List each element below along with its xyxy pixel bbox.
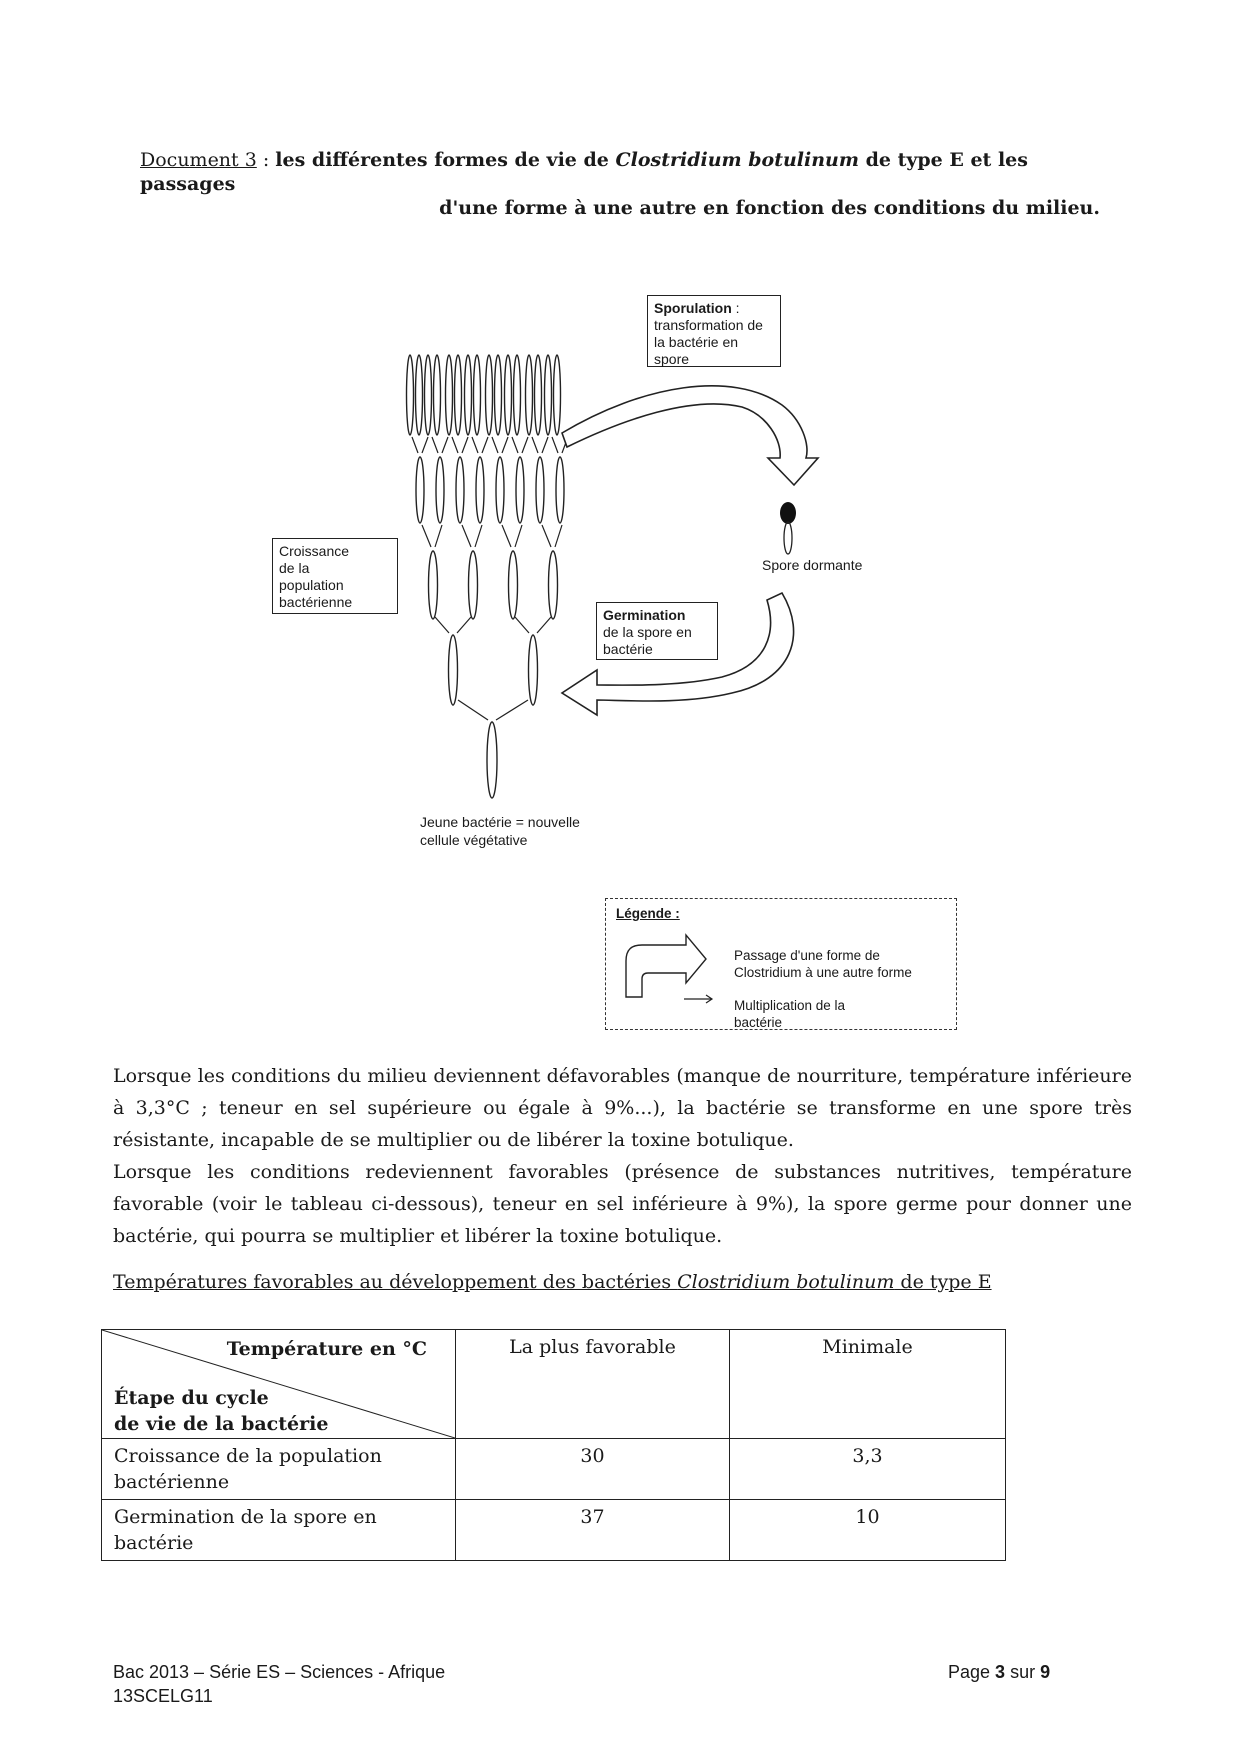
dormant-spore xyxy=(780,502,796,554)
title-species: Clostridium botulinum xyxy=(616,149,859,171)
table-title: Températures favorables au développement… xyxy=(113,1270,992,1294)
cell-favorable: 30 xyxy=(456,1439,730,1500)
cell-favorable: 37 xyxy=(456,1500,730,1561)
croissance-text-3: population xyxy=(279,577,391,594)
row-label-line-1: Germination de la spore en xyxy=(114,1504,443,1530)
germination-title: Germination xyxy=(603,607,711,624)
legend-multiplication-line-1: Multiplication de la xyxy=(734,997,845,1014)
legend-multiplication-arrow-icon xyxy=(684,995,712,1003)
young-bacterium xyxy=(487,722,497,798)
title-line-2: d'une forme à une autre en fonction des … xyxy=(140,196,1110,220)
title-line-1: Document 3 : les différentes formes de v… xyxy=(140,148,1110,196)
corner-bottom-line-1: Étape du cycle xyxy=(114,1385,328,1411)
sporulation-title: Sporulation xyxy=(654,300,732,316)
sporulation-arrow xyxy=(562,386,818,485)
row-label-line-1: Croissance de la population xyxy=(114,1443,443,1469)
row-label: Germination de la spore en bactérie xyxy=(102,1500,456,1561)
table-row: Germination de la spore en bactérie 37 1… xyxy=(102,1500,1006,1561)
corner-bottom-line-2: de vie de la bactérie xyxy=(114,1411,328,1437)
jeune-bacterie-label: Jeune bactérie = nouvelle cellule végéta… xyxy=(420,813,580,849)
page-number: Page 3 sur 9 xyxy=(948,1660,1050,1684)
jeune-bacterie-line-2: cellule végétative xyxy=(420,831,580,849)
table-title-species: Clostridium botulinum xyxy=(677,1271,894,1293)
croissance-text-1: Croissance xyxy=(279,543,391,560)
footer-left: Bac 2013 – Série ES – Sciences - Afrique… xyxy=(113,1660,445,1708)
legend-multiplication-text: Multiplication de la bactérie xyxy=(734,997,845,1031)
sporulation-text-1: transformation de xyxy=(654,317,774,334)
bacteria-top-row xyxy=(407,355,561,435)
page-total: 9 xyxy=(1040,1662,1050,1682)
row-label-line-2: bactérie xyxy=(114,1530,443,1556)
title-text-1: les différentes formes de vie de xyxy=(275,149,615,171)
temperature-table: Température en °C Étape du cycle de vie … xyxy=(101,1329,1006,1561)
cell-minimale: 10 xyxy=(730,1500,1006,1561)
footer-exam-label: Bac 2013 – Série ES – Sciences - Afrique xyxy=(113,1660,445,1684)
sporulation-separator: : xyxy=(732,300,740,316)
document-label: Document 3 xyxy=(140,149,257,171)
page-mid: sur xyxy=(1005,1662,1040,1682)
title-separator: : xyxy=(257,149,275,171)
croissance-text-2: de la xyxy=(279,560,391,577)
multiplication-arrows xyxy=(412,437,568,720)
table-header-row: Température en °C Étape du cycle de vie … xyxy=(102,1330,1006,1439)
legend-passage-text: Passage d'une forme de Clostridium à une… xyxy=(734,947,912,981)
col-header-favorable: La plus favorable xyxy=(456,1330,730,1439)
table-corner-cell: Température en °C Étape du cycle de vie … xyxy=(102,1330,456,1439)
bacteria-fourth-row xyxy=(449,635,538,705)
legend: Légende : Passage d'une forme de Clostri… xyxy=(605,898,957,1030)
cell-minimale: 3,3 xyxy=(730,1439,1006,1500)
table-title-prefix: Températures favorables au développement… xyxy=(113,1271,677,1293)
page-prefix: Page xyxy=(948,1662,995,1682)
legend-multiplication-line-2: bactérie xyxy=(734,1014,845,1031)
legend-title: Légende : xyxy=(616,905,680,922)
bacteria-second-row xyxy=(416,457,564,523)
croissance-text-4: bactérienne xyxy=(279,594,391,611)
jeune-bacterie-line-1: Jeune bactérie = nouvelle xyxy=(420,813,580,831)
corner-top-label: Température en °C xyxy=(227,1336,427,1362)
paragraph-2: Lorsque les conditions redeviennent favo… xyxy=(113,1156,1132,1252)
footer-code: 13SCELG11 xyxy=(113,1684,445,1708)
table-title-suffix: de type E xyxy=(894,1271,991,1293)
paragraph-1: Lorsque les conditions du milieu devienn… xyxy=(113,1060,1132,1156)
row-label-line-2: bactérienne xyxy=(114,1469,443,1495)
legend-passage-arrow-icon xyxy=(626,935,706,997)
sporulation-text-2: la bactérie en xyxy=(654,334,774,351)
sporulation-text-3: spore xyxy=(654,351,774,368)
spore-dormante-label: Spore dormante xyxy=(762,556,862,574)
germination-text-1: de la spore en xyxy=(603,624,711,641)
croissance-box: Croissance de la population bactérienne xyxy=(272,538,398,614)
document-title: Document 3 : les différentes formes de v… xyxy=(140,148,1110,220)
corner-bottom-label: Étape du cycle de vie de la bactérie xyxy=(114,1385,328,1437)
page-current: 3 xyxy=(995,1662,1005,1682)
legend-passage-line-2: Clostridium à une autre forme xyxy=(734,964,912,981)
life-cycle-diagram: Sporulation : transformation de la bacté… xyxy=(262,315,980,1035)
table-row: Croissance de la population bactérienne … xyxy=(102,1439,1006,1500)
germination-text-2: bactérie xyxy=(603,641,711,658)
bacteria-third-row xyxy=(429,551,558,619)
col-header-minimale: Minimale xyxy=(730,1330,1006,1439)
row-label: Croissance de la population bactérienne xyxy=(102,1439,456,1500)
legend-passage-line-1: Passage d'une forme de xyxy=(734,947,912,964)
germination-box: Germination de la spore en bactérie xyxy=(596,602,718,660)
sporulation-box: Sporulation : transformation de la bacté… xyxy=(647,295,781,367)
